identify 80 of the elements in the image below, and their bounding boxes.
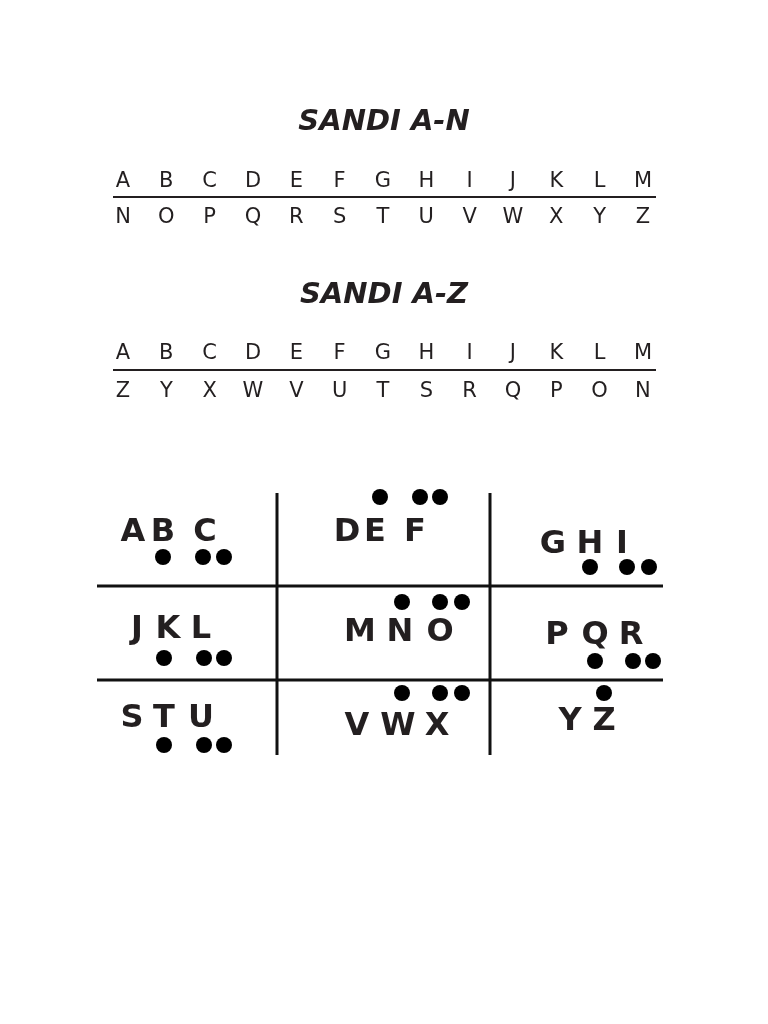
plain-letter: B (159, 341, 174, 363)
plain-letter: K (549, 169, 564, 191)
grid-letter: S (120, 700, 144, 732)
grid-letter: Z (592, 703, 616, 735)
grid-letter: R (618, 617, 644, 649)
plain-letter: M (633, 169, 652, 191)
grid-letter: P (545, 617, 569, 649)
grid-letter: C (193, 514, 217, 546)
plain-letter: I (466, 169, 473, 191)
plain-letter: D (244, 341, 262, 363)
grid-letter: K (155, 611, 181, 643)
grid-letter: B (150, 514, 176, 546)
cipher-letter: V (462, 205, 477, 227)
plain-letter: H (418, 169, 435, 191)
plain-letter: E (289, 341, 303, 363)
grid-letter: Q (581, 617, 609, 649)
heading: SANDI A-Z (299, 278, 469, 308)
cipher-letter: Z (115, 379, 131, 401)
plain-letter: C (202, 341, 217, 363)
cipher-letter: N (635, 379, 651, 401)
plain-letter: D (244, 169, 262, 191)
cipher-letter: Z (635, 205, 651, 227)
plain-letter: I (466, 341, 473, 363)
cipher-letter: X (202, 379, 217, 401)
plain-letter: M (633, 341, 652, 363)
grid-letter: G (539, 526, 567, 558)
cipher-letter: Q (504, 379, 522, 401)
cipher-letter: Y (159, 379, 173, 401)
plain-letter: F (333, 169, 346, 191)
cipher-letter: S (419, 379, 433, 401)
plain-letter: J (509, 169, 517, 191)
grid-letter: N (386, 614, 414, 646)
plain-letter: H (418, 341, 435, 363)
cipher-letter: P (203, 205, 216, 227)
cipher-letter: U (418, 205, 434, 227)
grid-letter: H (576, 526, 604, 558)
grid-letter: Y (558, 703, 582, 735)
cipher-letter: R (289, 205, 304, 227)
cipher-letter: N (115, 205, 131, 227)
cipher-letter: V (289, 379, 304, 401)
cipher-letter: Y (593, 205, 607, 227)
heading: SANDI A-N (298, 105, 470, 135)
grid-letter: I (616, 526, 628, 558)
plain-letter: B (159, 169, 174, 191)
cipher-letter: W (502, 205, 524, 227)
cipher-letter: W (242, 379, 264, 401)
plain-letter: G (374, 341, 392, 363)
plain-letter: A (115, 341, 131, 363)
grid-letter: U (188, 700, 214, 732)
grid-letter: T (153, 700, 175, 732)
plain-letter: E (289, 169, 303, 191)
plain-letter: L (593, 169, 606, 191)
grid-letter: E (364, 514, 386, 546)
grid-letter: D (333, 514, 361, 546)
cipher-letter: U (331, 379, 348, 401)
plain-letter: G (374, 169, 392, 191)
cipher-letter: P (549, 379, 563, 401)
cipher-letter: O (158, 205, 175, 227)
cipher-letter: O (591, 379, 608, 401)
cipher-letter: T (376, 379, 390, 401)
plain-letter: C (202, 169, 217, 191)
grid-letter: W (380, 708, 416, 740)
plain-letter: A (115, 169, 131, 191)
cipher-letter: S (332, 205, 347, 227)
plain-letter: L (593, 341, 606, 363)
grid-letter: M (344, 614, 376, 646)
grid-letter: F (404, 514, 426, 546)
grid-letter: V (344, 708, 370, 740)
plain-letter: K (549, 341, 564, 363)
plain-letter: F (333, 341, 346, 363)
cipher-letter: R (462, 379, 477, 401)
cipher-letter: T (376, 205, 390, 227)
cipher-letter: Q (244, 205, 262, 227)
grid-letter: A (120, 514, 146, 546)
cipher-letter: X (549, 205, 564, 227)
grid-letter: O (426, 614, 454, 646)
grid-letter: X (424, 708, 450, 740)
grid-letter: J (131, 611, 143, 643)
grid-letter: L (190, 611, 212, 643)
plain-letter: J (509, 341, 517, 363)
